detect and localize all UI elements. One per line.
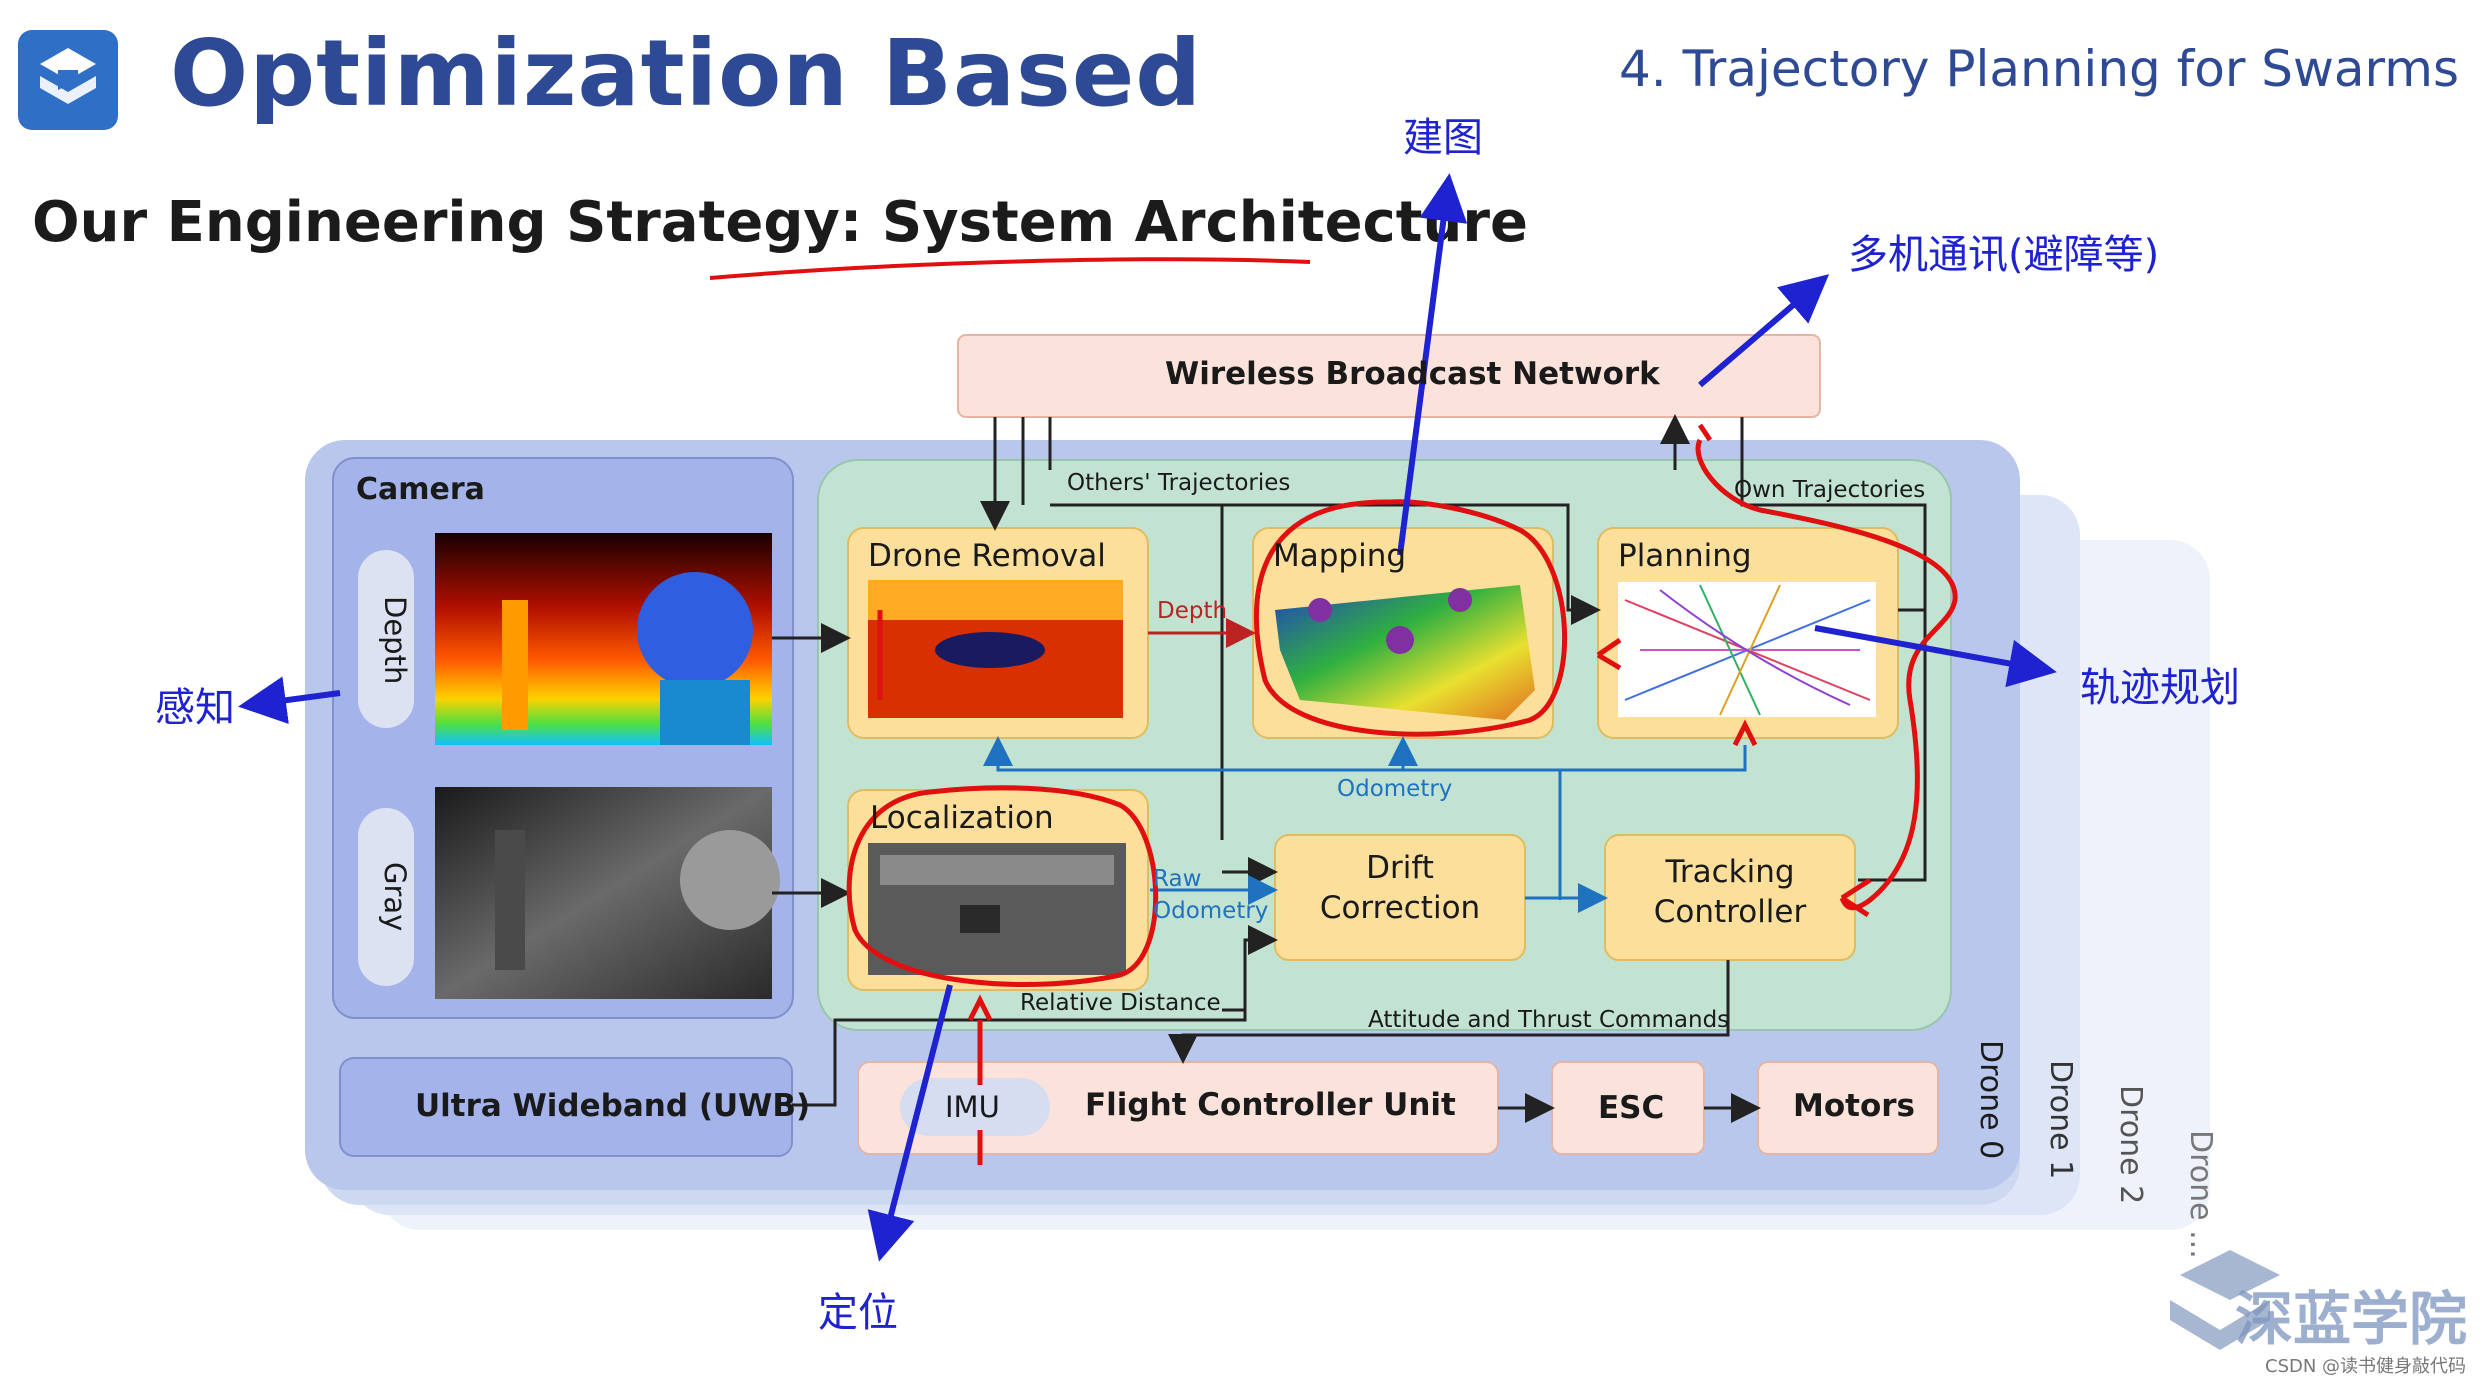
gray-fan (680, 830, 780, 930)
fcu-label: Flight Controller Unit (1085, 1087, 1456, 1123)
section-title: 4. Trajectory Planning for Swarms (1619, 40, 2459, 98)
watermark-logo (2170, 1250, 2280, 1350)
slide-subtitle: Our Engineering Strategy: System Archite… (32, 190, 1528, 255)
tracking-label-1: Tracking (1665, 854, 1795, 890)
gray-label: Gray (378, 862, 412, 932)
imu-label: IMU (945, 1090, 1000, 1124)
mapping-annotation: 建图 (1403, 115, 1483, 161)
logo-icon (40, 48, 96, 104)
relative-distance-label: Relative Distance (1020, 990, 1221, 1016)
drone-2-label: Drone 2 (2113, 1085, 2148, 1205)
mapping-label: Mapping (1273, 538, 1407, 574)
network-label: Wireless Broadcast Network (1165, 356, 1660, 392)
attitude-thrust-label: Attitude and Thrust Commands (1368, 1007, 1730, 1033)
depth-person-body (660, 680, 750, 745)
camera-label: Camera (356, 472, 485, 507)
trajectory-annotation: 轨迹规划 (2080, 665, 2240, 711)
depth-pill (358, 550, 414, 728)
odometry-edge-label: Odometry (1337, 776, 1453, 802)
gray-post (495, 830, 525, 970)
localization-annotation: 定位 (818, 1290, 898, 1336)
tracking-label-2: Controller (1653, 894, 1807, 930)
red-annotations (846, 423, 1958, 1165)
depth-pillar (502, 600, 528, 730)
drone-1-label: Drone 1 (2043, 1060, 2078, 1180)
depth-label: Depth (378, 596, 412, 685)
motors-label: Motors (1793, 1088, 1916, 1124)
own-trajectories-label: Own Trajectories (1734, 477, 1926, 503)
blue-annotation-arrows (238, 173, 2057, 1262)
uwb-box (339, 1057, 793, 1157)
page-title: Optimization Based (170, 20, 1203, 127)
esc-label: ESC (1598, 1090, 1665, 1126)
network-box (957, 334, 1821, 418)
watermark-brand: 深蓝学院 (2235, 1285, 2468, 1353)
planning-trajectories (1624, 584, 1871, 716)
subtitle-underline (709, 257, 1311, 280)
raw-label: Raw (1153, 866, 1202, 892)
gray-pill (358, 808, 414, 986)
perception-annotation: 感知 (155, 685, 235, 731)
others-trajectories-label: Others' Trajectories (1067, 470, 1291, 496)
logo (18, 30, 118, 130)
raw-odometry-label: Odometry (1153, 898, 1269, 924)
uwb-label: Ultra Wideband (UWB) (415, 1088, 811, 1124)
drift-label-2: Correction (1319, 890, 1481, 926)
drone-removal-label: Drone Removal (868, 538, 1106, 574)
drift-label-1: Drift (1366, 850, 1434, 886)
planning-label: Planning (1618, 538, 1752, 574)
imu-pill (900, 1078, 1050, 1136)
depth-person (637, 572, 753, 688)
depth-edge-label: Depth (1157, 598, 1228, 624)
drone-more-label: Drone ... (2183, 1130, 2218, 1259)
localization-label: Localization (870, 800, 1054, 836)
drone-0-label: Drone 0 (1973, 1040, 2008, 1160)
watermark-credit: CSDN @读书健身敲代码 (2265, 1356, 2467, 1377)
comm-annotation: 多机通讯(避障等) (1848, 232, 2160, 278)
